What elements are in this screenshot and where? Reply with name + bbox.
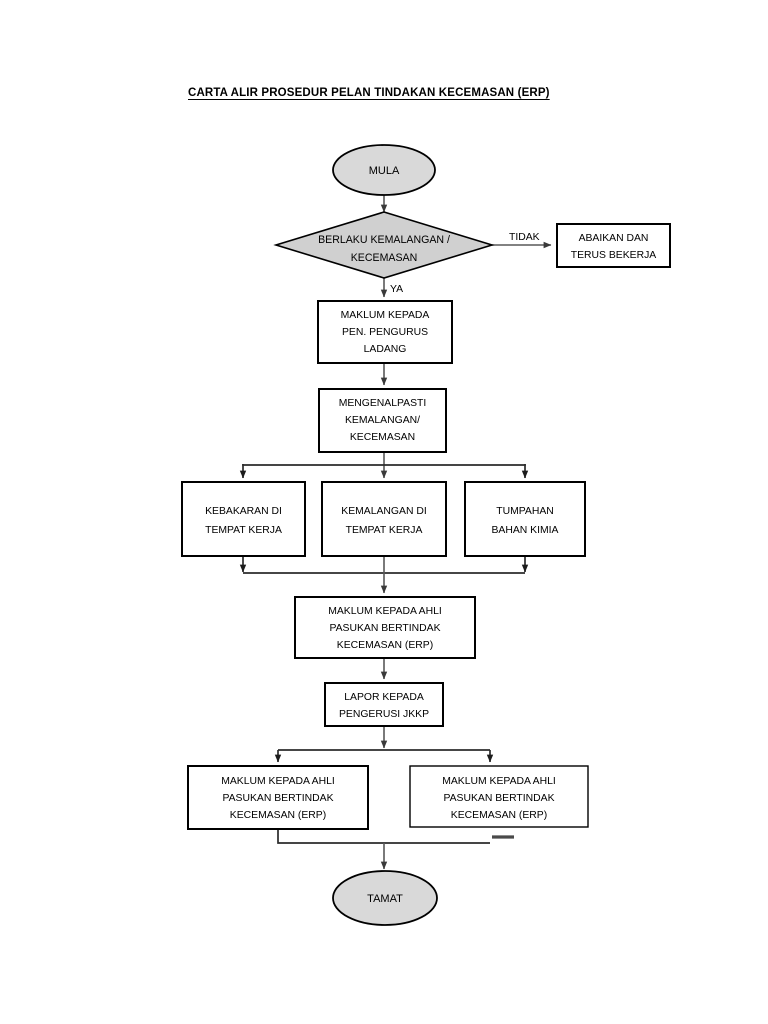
node-inform-erp-team-1-label-line1: MAKLUM KEPADA AHLI xyxy=(328,606,442,617)
node-identify-incident-label-line3: KECEMASAN xyxy=(350,432,415,443)
node-inform-erp-team-1-label-line2: PASUKAN BERTINDAK xyxy=(329,623,440,634)
node-inform-assistant-manager-label-line3: LADANG xyxy=(364,344,407,355)
node-inform-erp-team-2-label-line3: KECEMASAN (ERP) xyxy=(230,810,326,821)
node-inform-assistant-manager-label-line2: PEN. PENGURUS xyxy=(342,327,428,338)
node-accident-at-workplace[interactable] xyxy=(321,481,447,557)
page-title: CARTA ALIR PROSEDUR PELAN TINDAKAN KECEM… xyxy=(188,87,550,99)
node-inform-erp-team-2-label-line2: PASUKAN BERTINDAK xyxy=(222,793,333,804)
node-inform-erp-team-3-label-line1: MAKLUM KEPADA AHLI xyxy=(442,776,556,787)
node-end-tamat[interactable] xyxy=(332,870,438,926)
node-inform-erp-team-2-label-line1: MAKLUM KEPADA AHLI xyxy=(221,776,335,787)
merge-bar-bottom xyxy=(277,829,490,844)
node-fire-at-workplace-label-line2: TEMPAT KERJA xyxy=(205,525,282,536)
node-chemical-spill-label-line1: TUMPAHAN xyxy=(496,506,554,517)
node-inform-erp-team-3-label-line3: KECEMASAN (ERP) xyxy=(451,810,547,821)
node-fire-at-workplace[interactable] xyxy=(181,481,306,557)
node-inform-assistant-manager[interactable] xyxy=(317,300,453,364)
node-identify-incident-label-line1: MENGENALPASTI xyxy=(339,398,427,409)
node-inform-assistant-manager-label-line1: MAKLUM KEPADA xyxy=(341,310,430,321)
node-decision-incident[interactable] xyxy=(273,211,495,279)
node-start-mula-label: MULA xyxy=(369,165,400,177)
node-end-tamat-label: TAMAT xyxy=(367,893,403,905)
node-decision-incident-label-line1: BERLAKU KEMALANGAN / xyxy=(318,234,450,246)
node-chemical-spill[interactable] xyxy=(464,481,586,557)
node-report-to-jkkp-chairman[interactable] xyxy=(324,682,444,727)
node-identify-incident[interactable] xyxy=(318,388,447,453)
node-ignore-continue-work-label-line2: TERUS BEKERJA xyxy=(571,250,657,261)
node-inform-erp-team-2[interactable] xyxy=(187,765,369,830)
node-report-to-jkkp-chairman-label-line2: PENGERUSI JKKP xyxy=(339,709,429,720)
node-fire-at-workplace-label-line1: KEBAKARAN DI xyxy=(205,506,282,517)
node-inform-erp-team-3-label-line2: PASUKAN BERTINDAK xyxy=(443,793,554,804)
edge-label-tidak: TIDAK xyxy=(509,232,540,243)
node-start-mula[interactable] xyxy=(332,144,436,196)
node-decision-incident-label-line2: KECEMASAN xyxy=(351,252,418,264)
edge-label-ya: YA xyxy=(390,284,403,295)
node-ignore-continue-work[interactable] xyxy=(556,223,671,268)
node-ignore-continue-work-label-line1: ABAIKAN DAN xyxy=(579,233,649,244)
node-chemical-spill-label-line2: BAHAN KIMIA xyxy=(492,525,559,536)
node-inform-erp-team-3[interactable] xyxy=(409,765,589,828)
node-accident-at-workplace-label-line2: TEMPAT KERJA xyxy=(346,525,423,536)
node-inform-erp-team-1[interactable] xyxy=(294,596,476,659)
node-identify-incident-label-line2: KEMALANGAN/ xyxy=(345,415,420,426)
node-report-to-jkkp-chairman-label-line1: LAPOR KEPADA xyxy=(344,692,424,703)
branch-bar-top xyxy=(242,464,526,466)
node-inform-erp-team-1-label-line3: KECEMASAN (ERP) xyxy=(337,640,433,651)
node-accident-at-workplace-label-line1: KEMALANGAN DI xyxy=(341,506,426,517)
